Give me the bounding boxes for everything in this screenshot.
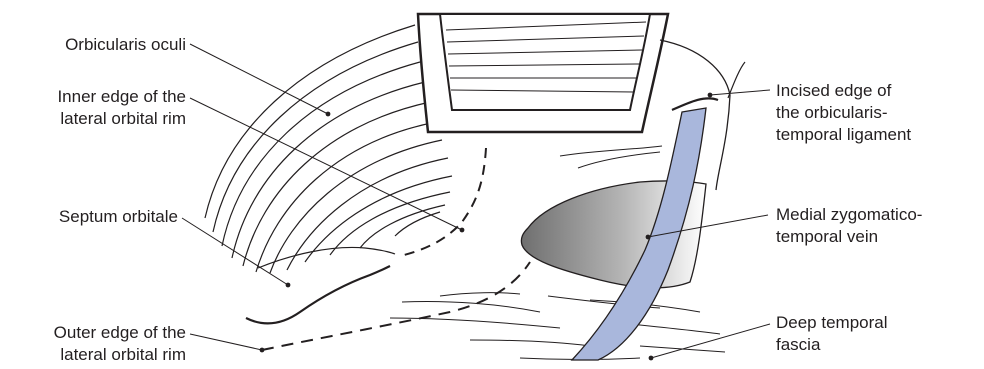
label-text: Incised edge of (776, 80, 976, 102)
label-orbicularis-oculi: Orbicularis oculi (28, 34, 186, 56)
septum-orbitale-edge (258, 247, 395, 268)
label-text: Medial zygomatico- (776, 204, 976, 226)
label-text: temporal vein (776, 226, 976, 248)
label-text: Deep temporal (776, 312, 976, 334)
label-text: Inner edge of the (10, 86, 186, 108)
incised-edge (672, 98, 718, 110)
label-septum-orbitale: Septum orbitale (20, 206, 178, 228)
label-outer-edge: Outer edge of the lateral orbital rim (6, 322, 186, 366)
retractor (418, 14, 668, 132)
label-text: lateral orbital rim (6, 344, 186, 366)
label-text: Orbicularis oculi (65, 35, 186, 54)
label-incised-edge: Incised edge of the orbicularis- tempora… (776, 80, 976, 146)
label-text: fascia (776, 334, 976, 356)
label-text: Outer edge of the (6, 322, 186, 344)
label-text: lateral orbital rim (10, 108, 186, 130)
label-text: temporal ligament (776, 124, 976, 146)
label-text: Septum orbitale (59, 207, 178, 226)
septum-lower-contour (246, 266, 390, 323)
label-deep-temporal-fascia: Deep temporal fascia (776, 312, 976, 356)
outer-rim-dashed (262, 262, 530, 350)
orbicularis-fibers (205, 25, 452, 273)
label-zygomatico-temporal-vein: Medial zygomatico- temporal vein (776, 204, 976, 248)
label-inner-edge: Inner edge of the lateral orbital rim (10, 86, 186, 130)
label-text: the orbicularis- (776, 102, 976, 124)
